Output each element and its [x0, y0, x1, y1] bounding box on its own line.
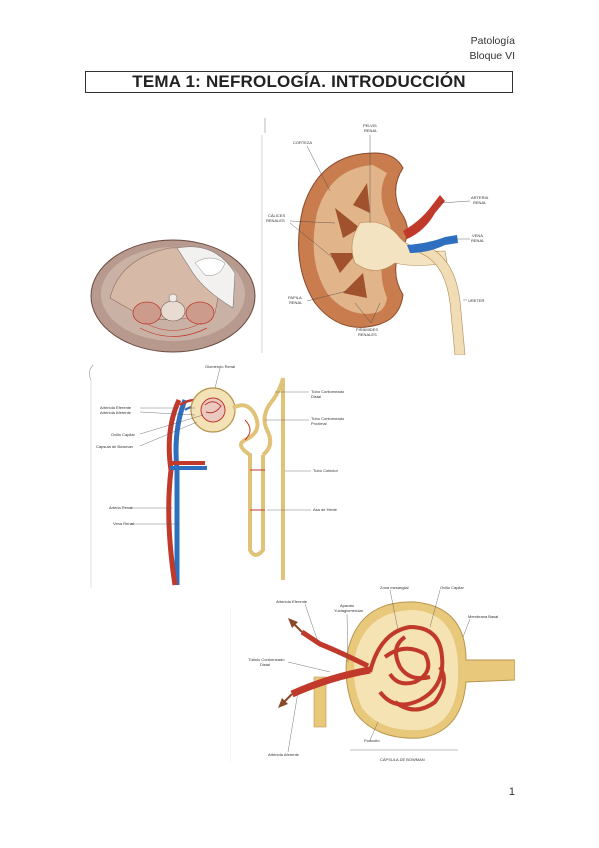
tubules	[232, 377, 285, 580]
label-arteria-2: RENAL	[473, 200, 487, 205]
label-glomerulo: Glomérulo Renal	[205, 364, 235, 369]
document-title: TEMA 1: NEFROLOGÍA. INTRODUCCIÓN	[132, 72, 466, 91]
kidney-diagram	[298, 152, 466, 355]
label-tcp-1: Tubo Contorneado	[311, 416, 345, 421]
label-ovillo: Ovillo Capilar	[111, 432, 135, 437]
label-bowman: Cápsula de Bowman	[96, 444, 133, 449]
label-tcd-1: Túbulo Contorneado	[248, 657, 285, 662]
label-ovillo-capilar: Ovillo Capilar	[440, 585, 464, 590]
label-arteriola-aferente: Arteriola Aferente	[268, 752, 300, 757]
label-ureter: URETER	[468, 298, 485, 303]
label-piramides-1: PIRÁMIDES	[356, 327, 378, 332]
label-eferente: Arteriola Eferente	[100, 405, 132, 410]
label-calices-2: RENALES	[266, 218, 285, 223]
kidney-anatomy-figure: CORTEZA PELVIS RENAL ARTERIA RENAL CÁLIC…	[90, 118, 489, 355]
label-tcd-2: Distal	[311, 394, 321, 399]
label-henle: Asa de Henle	[313, 507, 338, 512]
label-piramides-2: RENALES	[358, 332, 377, 337]
label-tcd-2: Distal	[260, 662, 270, 667]
label-vena-renal: Vena Renal	[113, 521, 134, 526]
glomerulus-diagram	[190, 387, 236, 433]
label-tcp-2: Proximal	[311, 421, 327, 426]
label-podocito: Podocito	[364, 738, 380, 743]
label-pelvis-2: RENAL	[364, 128, 378, 133]
label-calices-1: CÁLICES	[268, 213, 285, 218]
label-aparato-1: Aparato	[340, 603, 355, 608]
label-corteza: CORTEZA	[293, 140, 312, 145]
label-membrana-basal: Membrana Basal	[468, 614, 498, 619]
page-number: 1	[508, 786, 515, 798]
document-title-box: TEMA 1: NEFROLOGÍA. INTRODUCCIÓN	[85, 71, 513, 93]
page-header: Patología Bloque VI	[469, 34, 515, 64]
label-tcd-1: Tubo Contorneado	[311, 389, 345, 394]
nephron-figure: Glomérulo Renal Tubo Contorneado Distal …	[89, 364, 345, 588]
header-subject: Patología	[470, 35, 515, 47]
label-arteria-1: ARTERIA	[471, 195, 489, 200]
label-mesangial: Zona mesangial	[380, 585, 409, 590]
label-aferente: Arteriola Aferente	[100, 410, 132, 415]
label-aparato-2: Yuxtaglomerular	[334, 608, 364, 613]
label-pelvis-1: PELVIS	[363, 123, 377, 128]
label-papila-2: RENAL	[289, 300, 303, 305]
label-capsula-bowman: CÁPSULA DE BOWMAN	[380, 757, 425, 762]
label-colector: Tubo Colector	[313, 468, 339, 473]
header-block: Bloque VI	[469, 50, 515, 62]
bowman-capsule-figure: Zona mesangial Ovillo Capilar Arteriola …	[230, 585, 515, 762]
label-vena-1: VENA	[472, 233, 483, 238]
label-vena-2: RENAL	[471, 238, 485, 243]
label-arteria-renal: Arteria Renal	[109, 505, 132, 510]
abdominal-cross-section	[90, 239, 256, 353]
label-arteriola-eferente: Arteriola Eferente	[276, 599, 308, 604]
capillary-tuft	[368, 624, 446, 712]
label-papila-1: PAPILA	[288, 295, 302, 300]
